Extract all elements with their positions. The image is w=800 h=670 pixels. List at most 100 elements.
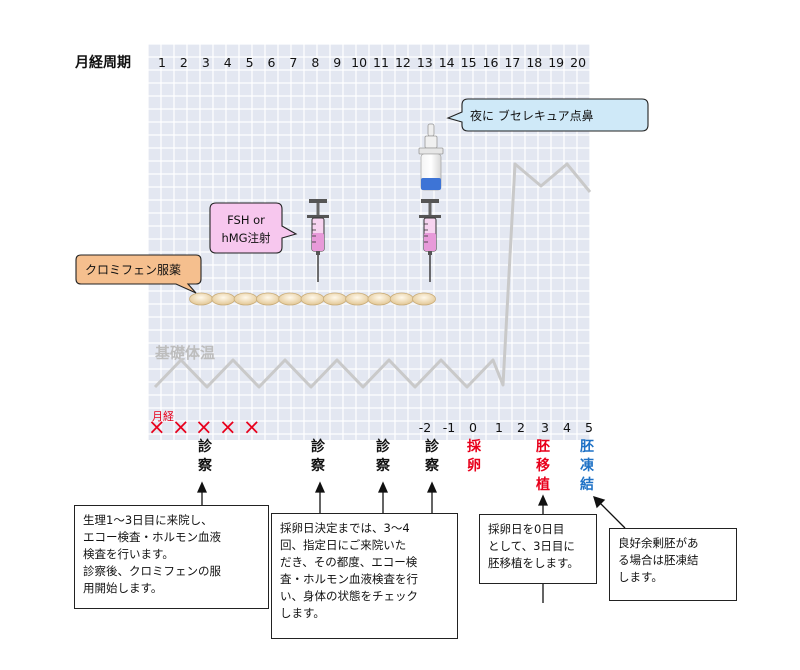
pill-icon bbox=[233, 292, 258, 306]
offset-day-number: 3 bbox=[541, 420, 549, 435]
fsh-callout: FSH or hMG注射 bbox=[209, 202, 298, 254]
pill-icon bbox=[322, 292, 347, 306]
pill-icon bbox=[367, 292, 392, 306]
note-line: 査・ホルモン血液検査を行 bbox=[280, 572, 418, 586]
note-line: い、身体の状態をチェック bbox=[280, 589, 418, 603]
day-number: 2 bbox=[180, 55, 188, 70]
transfer-label-char: 移 bbox=[536, 457, 550, 474]
arrow-head bbox=[426, 481, 438, 493]
exam-label-char: 診 bbox=[311, 438, 326, 455]
note-line: として、3日目に bbox=[488, 539, 575, 553]
day-number: 1 bbox=[158, 55, 166, 70]
note-monitoring-visits: 採卵日決定までは、3～4 回、指定日にご来院いた だき、その都度、エコー検 査・… bbox=[271, 513, 458, 639]
offset-day-number: -1 bbox=[443, 420, 455, 435]
note-line: 回、指定日にご来院いた bbox=[280, 538, 407, 552]
nasal-spray-callout: 夜に ブセレキュア点鼻 bbox=[446, 98, 649, 132]
pill-icon bbox=[345, 292, 370, 306]
freeze-label-char: 結 bbox=[580, 476, 594, 493]
exam-label-char: 察 bbox=[311, 457, 326, 474]
note-line: します。 bbox=[618, 570, 663, 584]
arrow-line bbox=[599, 502, 626, 529]
pill-icon bbox=[255, 292, 280, 306]
arrow-head bbox=[314, 481, 326, 493]
note-line: 診察後、クロミフェンの服 bbox=[83, 564, 221, 578]
exam-label-char: 診 bbox=[198, 438, 213, 455]
freeze-label-char: 胚 bbox=[580, 439, 594, 455]
day-number: 8 bbox=[311, 55, 319, 70]
offset-day-number: 1 bbox=[495, 420, 503, 435]
note-line: だき、その都度、エコー検 bbox=[280, 555, 418, 569]
day-number: 7 bbox=[289, 55, 297, 70]
transfer-label-char: 胚 bbox=[536, 439, 550, 455]
note-line: 胚移植をします。 bbox=[488, 556, 579, 570]
note-line: エコー検査・ホルモン血液 bbox=[83, 530, 221, 544]
day-number: 4 bbox=[224, 55, 232, 70]
day-number: 3 bbox=[202, 55, 210, 70]
fsh-callout-line1: FSH or bbox=[227, 213, 265, 227]
bbt-line bbox=[153, 162, 592, 389]
pill-icon bbox=[300, 292, 325, 306]
note-line: 採卵日決定までは、3～4 bbox=[280, 521, 410, 535]
pill-icon bbox=[389, 292, 414, 306]
fsh-callout-line2: hMG注射 bbox=[221, 231, 271, 245]
pill-icon bbox=[189, 292, 213, 306]
note-first-visit: 生理1～3日目に来院し、 エコー検査・ホルモン血液 検査を行います。 診察後、ク… bbox=[74, 505, 269, 609]
clomiphene-callout-text: クロミフェン服薬 bbox=[85, 263, 181, 277]
nasal-spray-callout-text: 夜に ブセレキュア点鼻 bbox=[470, 108, 594, 123]
arrow-head bbox=[537, 494, 549, 506]
day-number: 12 bbox=[395, 55, 411, 70]
menses-cross: × bbox=[219, 415, 237, 439]
day-number: 15 bbox=[461, 55, 477, 70]
note-embryo-transfer: 採卵日を0日目 として、3日目に 胚移植をします。 bbox=[479, 514, 597, 584]
day-number: 13 bbox=[417, 55, 433, 70]
pill-icon bbox=[412, 292, 436, 306]
cycle-label: 月経周期 bbox=[74, 54, 131, 71]
note-line: 用開始します。 bbox=[83, 581, 163, 595]
note-line: 生理1～3日目に来院し、 bbox=[83, 513, 213, 527]
arrow-head bbox=[196, 481, 208, 493]
bbt-label: 基礎体温 bbox=[154, 344, 215, 362]
offset-day-number: 2 bbox=[517, 420, 525, 435]
note-line: 採卵日を0日目 bbox=[488, 522, 565, 536]
note-line: 検査を行います。 bbox=[83, 547, 174, 561]
exam-label-char: 察 bbox=[425, 457, 440, 474]
retrieval-label-char: 採 bbox=[467, 438, 482, 455]
day-number: 11 bbox=[373, 55, 389, 70]
menses-cross: × bbox=[195, 415, 213, 439]
day-number: 6 bbox=[268, 55, 276, 70]
syringe-icon bbox=[307, 199, 329, 282]
transfer-label-char: 植 bbox=[535, 476, 550, 493]
note-line: る場合は胚凍結 bbox=[618, 553, 699, 567]
offset-day-number: 0 bbox=[469, 420, 477, 435]
arrow-head bbox=[377, 481, 389, 493]
day-number: 18 bbox=[526, 55, 542, 70]
exam-label-char: 診 bbox=[376, 438, 391, 455]
menses-cross: × bbox=[148, 415, 166, 439]
exam-label-char: 察 bbox=[198, 457, 213, 474]
day-number: 19 bbox=[548, 55, 564, 70]
pill-icon bbox=[278, 292, 303, 306]
event-labels: 診 察 診 察 診 察 診 察 採 卵 胚 移 植 胚 凍 結 bbox=[198, 438, 595, 493]
pill-icon bbox=[211, 292, 236, 306]
offset-day-number: -2 bbox=[419, 420, 431, 435]
day-number: 9 bbox=[333, 55, 341, 70]
note-embryo-freezing: 良好余剰胚があ る場合は胚凍結 します。 bbox=[609, 528, 737, 601]
note-line: します。 bbox=[280, 606, 325, 620]
day-number: 10 bbox=[351, 55, 367, 70]
clomiphene-pill-row bbox=[189, 292, 436, 306]
day-number: 17 bbox=[504, 55, 520, 70]
arrow-head bbox=[593, 496, 606, 509]
menses-cross: × bbox=[172, 415, 190, 439]
nasal-spray-bottle-icon bbox=[418, 123, 444, 191]
exam-label-char: 診 bbox=[425, 438, 440, 455]
freeze-label-char: 凍 bbox=[580, 457, 595, 474]
day-number: 14 bbox=[439, 55, 455, 70]
day-number: 16 bbox=[483, 55, 499, 70]
day-number: 5 bbox=[246, 55, 254, 70]
syringe-icon bbox=[419, 199, 441, 282]
menses-cross: × bbox=[243, 415, 261, 439]
offset-day-number: 5 bbox=[585, 420, 593, 435]
